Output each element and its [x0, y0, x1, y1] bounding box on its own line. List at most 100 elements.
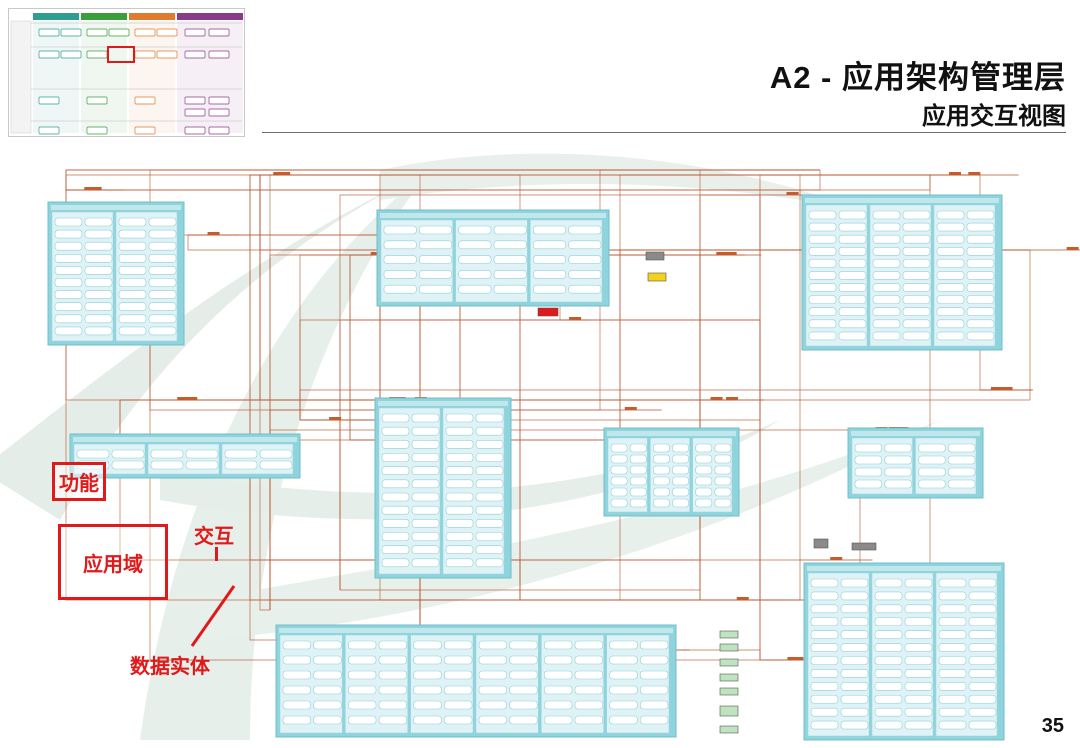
function-box	[54, 254, 83, 263]
function-box	[609, 700, 638, 710]
function-box	[653, 443, 670, 453]
function-box	[118, 217, 147, 227]
domain-header	[807, 566, 1001, 571]
function-box	[672, 443, 689, 453]
function-box	[445, 558, 474, 568]
function-box	[947, 479, 976, 489]
legend-function-text: 功能	[52, 462, 106, 501]
function-box	[672, 465, 689, 475]
application-domain	[847, 427, 984, 499]
function-box	[84, 314, 113, 324]
function-box	[966, 259, 995, 268]
thumb-row-header	[10, 20, 32, 134]
page-number: 35	[1041, 715, 1064, 737]
interaction-line	[260, 174, 381, 400]
function-box	[478, 670, 507, 680]
function-box	[936, 271, 965, 280]
function-box	[84, 290, 113, 299]
function-box	[411, 532, 440, 541]
thumb-box	[86, 96, 108, 105]
function-box	[150, 449, 184, 459]
interaction-label-mark	[787, 657, 800, 660]
interaction-label-mark	[185, 397, 198, 400]
function-box	[148, 290, 177, 299]
function-box	[904, 630, 933, 639]
interaction-line	[619, 250, 700, 601]
function-box	[902, 283, 931, 292]
function-box	[840, 720, 869, 730]
function-box	[672, 476, 689, 486]
function-box	[148, 278, 177, 287]
function-box	[411, 545, 440, 554]
function-box	[413, 670, 442, 680]
thumb-highlight	[107, 46, 135, 63]
thumb-box	[134, 50, 156, 59]
function-box	[838, 319, 867, 329]
function-box	[478, 715, 507, 725]
function-box	[902, 295, 931, 304]
function-box	[313, 685, 342, 695]
function-box	[874, 720, 903, 730]
function-box	[872, 246, 901, 256]
function-box	[810, 669, 839, 678]
function-box	[544, 700, 573, 710]
function-box	[509, 655, 538, 665]
external-system-node	[719, 687, 739, 696]
function-box	[419, 225, 452, 235]
function-box	[610, 443, 628, 453]
function-box	[810, 694, 839, 704]
function-box	[810, 604, 839, 614]
domain-header	[380, 213, 606, 218]
function-box	[54, 278, 83, 287]
function-box	[54, 229, 83, 239]
thumb-box	[60, 28, 82, 37]
function-box	[968, 707, 997, 717]
function-box	[714, 498, 732, 508]
function-box	[936, 283, 965, 292]
domain-header	[279, 628, 673, 633]
thumb-box	[134, 96, 156, 105]
function-box	[938, 617, 967, 627]
function-box	[838, 307, 867, 317]
function-box	[419, 240, 452, 250]
function-box	[808, 271, 837, 280]
thumb-column-band	[81, 21, 127, 133]
function-box	[947, 467, 976, 477]
function-box	[966, 210, 995, 220]
overview-thumbnail-graphic	[10, 13, 243, 135]
function-box	[938, 707, 967, 717]
domain-header	[851, 431, 980, 436]
function-box	[509, 715, 538, 725]
function-box	[838, 295, 867, 304]
function-box	[533, 225, 566, 235]
function-box	[609, 685, 638, 695]
interaction-label-mark	[990, 387, 1003, 390]
function-box	[574, 640, 603, 650]
function-box	[185, 449, 219, 459]
function-box	[383, 240, 417, 250]
function-box	[458, 270, 492, 279]
function-box	[936, 307, 965, 317]
function-box	[653, 498, 670, 508]
function-box	[872, 295, 901, 304]
function-box	[838, 234, 867, 244]
function-box	[672, 487, 689, 497]
title-divider	[262, 132, 1066, 133]
interaction-line	[269, 559, 800, 610]
function-box	[84, 229, 113, 239]
thumb-column-band	[33, 21, 79, 133]
function-box	[383, 284, 417, 294]
function-box	[445, 519, 474, 528]
interaction-label-mark	[624, 407, 637, 410]
function-box	[968, 694, 997, 704]
legend-entity-label: 数据实体	[130, 656, 210, 678]
function-box	[904, 720, 933, 730]
interaction-label-mark	[716, 252, 729, 255]
legend-domain-text: 应用域	[83, 553, 143, 576]
function-box	[544, 655, 573, 665]
function-box	[904, 617, 933, 627]
external-system-node	[647, 272, 667, 282]
application-domain	[603, 427, 740, 517]
function-box	[118, 290, 147, 299]
function-box	[544, 715, 573, 725]
